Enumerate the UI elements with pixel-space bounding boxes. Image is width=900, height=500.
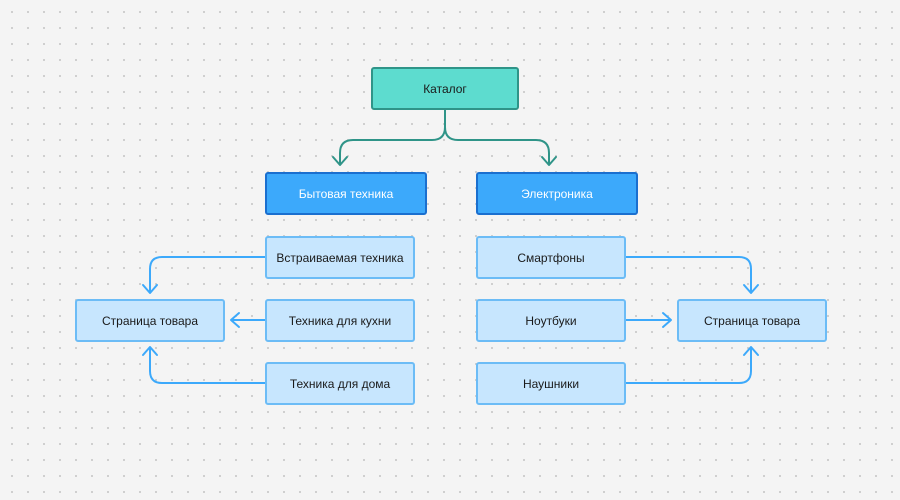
connector-headphones-to-product	[626, 348, 752, 384]
item-node-label: Ноутбуки	[525, 313, 577, 328]
item-node-built-in-appliances[interactable]: Встраиваемая техника	[265, 236, 415, 279]
connector-root-to-appliances	[339, 110, 446, 165]
product-page-node-right[interactable]: Страница товара	[677, 299, 827, 342]
item-node-label: Встраиваемая техника	[276, 250, 404, 265]
category-node-appliances[interactable]: Бытовая техника	[265, 172, 427, 215]
item-node-label: Техника для дома	[289, 376, 391, 391]
item-node-label: Техника для кухни	[288, 313, 392, 328]
item-node-headphones[interactable]: Наушники	[476, 362, 626, 405]
item-node-label: Наушники	[522, 376, 580, 391]
arrowhead-built-in	[142, 284, 158, 294]
category-node-label: Электроника	[521, 186, 593, 201]
item-node-label: Смартфоны	[517, 250, 585, 265]
connector-smartphones-to-product	[626, 256, 752, 292]
item-node-laptops[interactable]: Ноутбуки	[476, 299, 626, 342]
item-node-home-appliances[interactable]: Техника для дома	[265, 362, 415, 405]
item-node-smartphones[interactable]: Смартфоны	[476, 236, 626, 279]
root-node-label: Каталог	[423, 81, 467, 96]
arrowhead-laptops	[662, 312, 672, 328]
arrowhead-kitchen	[230, 312, 240, 328]
arrowhead-appliances	[332, 156, 348, 166]
category-node-electronics[interactable]: Электроника	[476, 172, 638, 215]
connector-built-in-to-product	[149, 256, 265, 292]
product-page-label: Страница товара	[703, 313, 801, 328]
category-node-label: Бытовая техника	[298, 186, 394, 201]
product-page-node-left[interactable]: Страница товара	[75, 299, 225, 342]
item-node-kitchen-appliances[interactable]: Техника для кухни	[265, 299, 415, 342]
arrowhead-electronics	[541, 156, 557, 166]
arrowhead-home	[142, 346, 158, 356]
connector-root-to-electronics	[444, 110, 550, 165]
connector-home-to-product	[149, 348, 265, 384]
product-page-label: Страница товара	[101, 313, 199, 328]
root-node-catalog[interactable]: Каталог	[371, 67, 519, 110]
arrowhead-smartphones	[743, 284, 759, 294]
arrowhead-headphones	[743, 346, 759, 356]
